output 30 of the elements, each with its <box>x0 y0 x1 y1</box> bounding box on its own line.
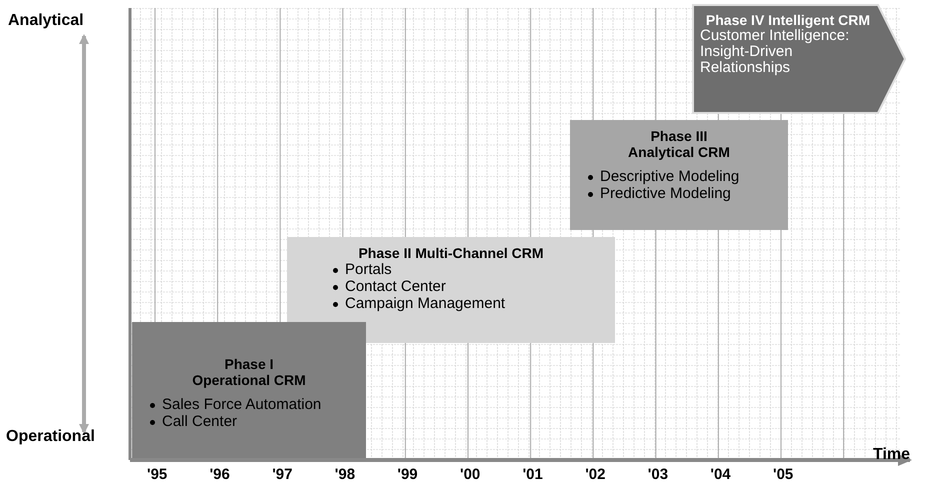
phase-box <box>287 237 615 343</box>
axis-label: Operational <box>6 428 95 446</box>
year-tick-label: '99 <box>397 466 418 483</box>
phase-box <box>570 120 788 230</box>
bullet-item: Call Center <box>162 413 238 430</box>
year-tick-label: '98 <box>334 466 356 483</box>
axis-label: Time <box>873 446 910 464</box>
year-tick-label: '03 <box>648 466 668 483</box>
bullet-item: Sales Force Automation <box>162 396 322 413</box>
axis-label: Analytical <box>8 12 84 30</box>
phase-description: Customer Intelligence: Insight-Driven Relationships <box>700 28 850 76</box>
phase-title: Phase II Multi-Channel CRM <box>357 245 545 261</box>
year-tick-label: '96 <box>210 466 230 483</box>
bullet-item: Portals <box>345 261 392 278</box>
bullet-item: Predictive Modeling <box>600 185 731 202</box>
year-tick-label: '05 <box>773 466 794 483</box>
phase-box <box>132 322 366 458</box>
bullet-item: Descriptive Modeling <box>600 168 740 185</box>
year-tick-label: '04 <box>710 466 731 483</box>
year-tick-label: '02 <box>585 466 606 483</box>
year-tick-label: '01 <box>522 466 543 483</box>
phase-title: Phase IV Intelligent CRM <box>704 12 872 28</box>
year-tick-label: '97 <box>272 466 292 483</box>
phase-title: Phase III Analytical CRM <box>627 128 731 160</box>
phase-arrow <box>692 4 906 114</box>
bullet-item: Campaign Management <box>345 295 506 312</box>
phase-title: Phase I Operational CRM <box>191 356 307 388</box>
year-tick-label: '00 <box>460 466 480 483</box>
year-tick-label: '95 <box>147 466 168 483</box>
bullet-item: Contact Center <box>345 278 446 295</box>
